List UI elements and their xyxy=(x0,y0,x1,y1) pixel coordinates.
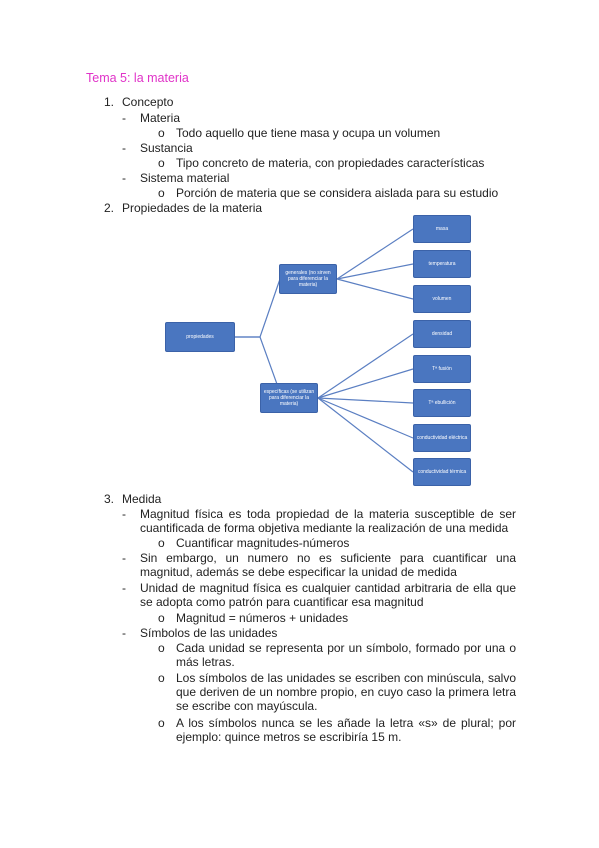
bullet: o xyxy=(158,186,165,200)
node-fusion: Tª fusión xyxy=(413,355,471,383)
paragraph-magnitud-fisica: Magnitud física es toda propiedad de la … xyxy=(140,507,516,535)
bullet: o xyxy=(158,611,165,625)
dash: - xyxy=(122,507,126,521)
dash: - xyxy=(122,171,126,185)
dash: - xyxy=(122,626,126,640)
dash: - xyxy=(122,581,126,595)
sub-magnitud-formula: Magnitud = números + unidades xyxy=(176,611,349,625)
section-1-number: 1. xyxy=(104,95,115,109)
paragraph-sin-embargo: Sin embargo, un numero no es suficiente … xyxy=(140,551,516,579)
node-densidad: densidad xyxy=(413,320,471,348)
connector-conductividad-electrica xyxy=(317,397,414,439)
section-2-label: Propiedades de la materia xyxy=(122,201,263,215)
connector-ebullicion xyxy=(317,397,414,404)
definition-materia: Todo aquello que tiene masa y ocupa un v… xyxy=(176,126,441,140)
dash: - xyxy=(122,111,126,125)
symbol-rule-3: A los símbolos nunca se les añade la let… xyxy=(176,716,516,744)
connector-masa xyxy=(336,228,414,280)
heading-simbolos: Símbolos de las unidades xyxy=(140,626,278,640)
node-especificas: específicas (se utilizan para diferencia… xyxy=(260,383,318,413)
node-conductividad-termica: conductividad térmica xyxy=(413,458,471,486)
bullet: o xyxy=(158,641,165,655)
connector-root-generales xyxy=(235,278,281,338)
node-ebullicion: Tª ebullición xyxy=(413,389,471,417)
page-title: Tema 5: la materia xyxy=(86,71,189,85)
bullet: o xyxy=(158,536,165,550)
node-propiedades: propiedades xyxy=(165,322,235,352)
connector-temperatura xyxy=(336,263,414,280)
diagram-connectors xyxy=(235,228,414,473)
sub-cuantificar: Cuantificar magnitudes-números xyxy=(176,536,350,550)
dash: - xyxy=(122,141,126,155)
bullet: o xyxy=(158,156,165,170)
definition-sustancia: Tipo concreto de materia, con propiedade… xyxy=(176,156,485,170)
node-conductividad-electrica: conductividad eléctrica xyxy=(413,424,471,452)
connector-root-especificas xyxy=(235,336,283,399)
node-masa: masa xyxy=(413,215,471,243)
node-volumen: volumen xyxy=(413,285,471,313)
bullet: o xyxy=(158,126,165,140)
symbol-rule-2: Los símbolos de las unidades se escriben… xyxy=(176,671,516,713)
term-materia: Materia xyxy=(140,111,181,125)
paragraph-unidad: Unidad de magnitud física es cualquier c… xyxy=(140,581,516,609)
term-sustancia: Sustancia xyxy=(140,141,193,155)
definition-sistema-material: Porción de materia que se considera aisl… xyxy=(176,186,499,200)
node-temperatura: temperatura xyxy=(413,250,471,278)
symbol-rule-1: Cada unidad se representa por un símbolo… xyxy=(176,641,516,669)
bullet: o xyxy=(158,716,165,730)
term-sistema-material: Sistema material xyxy=(140,171,230,185)
bullet: o xyxy=(158,671,165,685)
dash: - xyxy=(122,551,126,565)
connector-volumen xyxy=(336,278,414,300)
section-1-label: Concepto xyxy=(122,95,174,109)
connector-conductividad-termica xyxy=(317,397,414,473)
connector-densidad xyxy=(317,333,414,399)
section-3-number: 3. xyxy=(104,492,115,506)
node-generales: generales (no sirven para diferenciar la… xyxy=(279,264,337,294)
section-2-number: 2. xyxy=(104,201,115,215)
connector-fusion xyxy=(317,368,414,399)
section-3-label: Medida xyxy=(122,492,162,506)
